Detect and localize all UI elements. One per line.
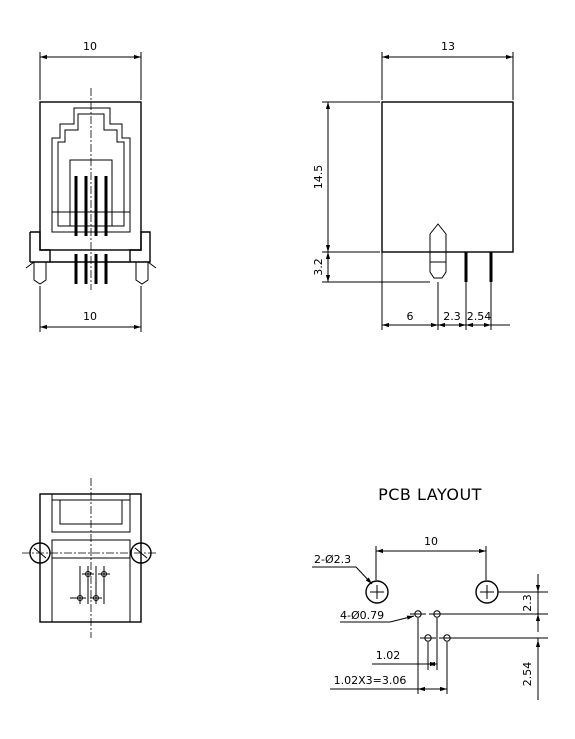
pcb-pin-hole-label: 4-Ø0.79	[340, 609, 384, 622]
pcb-layout-title: PCB LAYOUT	[378, 485, 482, 504]
side-post-offset-label: 6	[407, 310, 414, 323]
front-right-post-latch	[147, 261, 157, 269]
side-height-label: 14.5	[312, 165, 325, 190]
pcb-row-offset-label: 2.3	[521, 594, 534, 612]
pcb-row-pitch-label: 2.54	[521, 662, 534, 687]
pcb-pin-pitch-label: 1.02	[376, 649, 401, 662]
side-depth-label: 13	[441, 40, 455, 53]
pcb-post-hole-label: 2-Ø2.3	[314, 553, 351, 566]
side-post-bottom	[429, 252, 447, 279]
pcb-pin-span-label: 1.02X3=3.06	[334, 674, 407, 687]
pcb-post-callout-leader	[355, 566, 373, 585]
bottom-pin-marks	[70, 566, 110, 604]
side-body-outline	[381, 101, 514, 253]
bottom-view	[22, 478, 158, 638]
side-view: 13 14.5 3.2 6 2.3 2.54	[312, 40, 514, 330]
front-right-post	[135, 262, 149, 285]
side-post-top	[429, 223, 447, 252]
front-left-post-latch	[25, 261, 35, 269]
pcb-left-post-hole	[365, 580, 389, 604]
front-bottom-width-label: 10	[83, 310, 97, 323]
front-plug-opening-inner	[57, 113, 125, 227]
front-base-flange	[30, 231, 151, 263]
pcb-layout: PCB LAYOUT 10 2-Ø2.3 4-Ø0.79	[312, 485, 548, 700]
pcb-pin-callout-leader	[389, 615, 415, 623]
front-plug-opening	[51, 107, 131, 233]
side-pin-offset-label: 2.3	[443, 310, 461, 323]
side-pin-pitch-label: 2.54	[467, 310, 492, 323]
front-top-width-label: 10	[83, 40, 97, 53]
front-housing-outline	[39, 101, 142, 251]
front-view: 10 10	[25, 40, 157, 332]
pcb-post-spacing-label: 10	[424, 535, 438, 548]
front-left-post	[33, 262, 47, 285]
side-pin-height-label: 3.2	[312, 258, 325, 276]
